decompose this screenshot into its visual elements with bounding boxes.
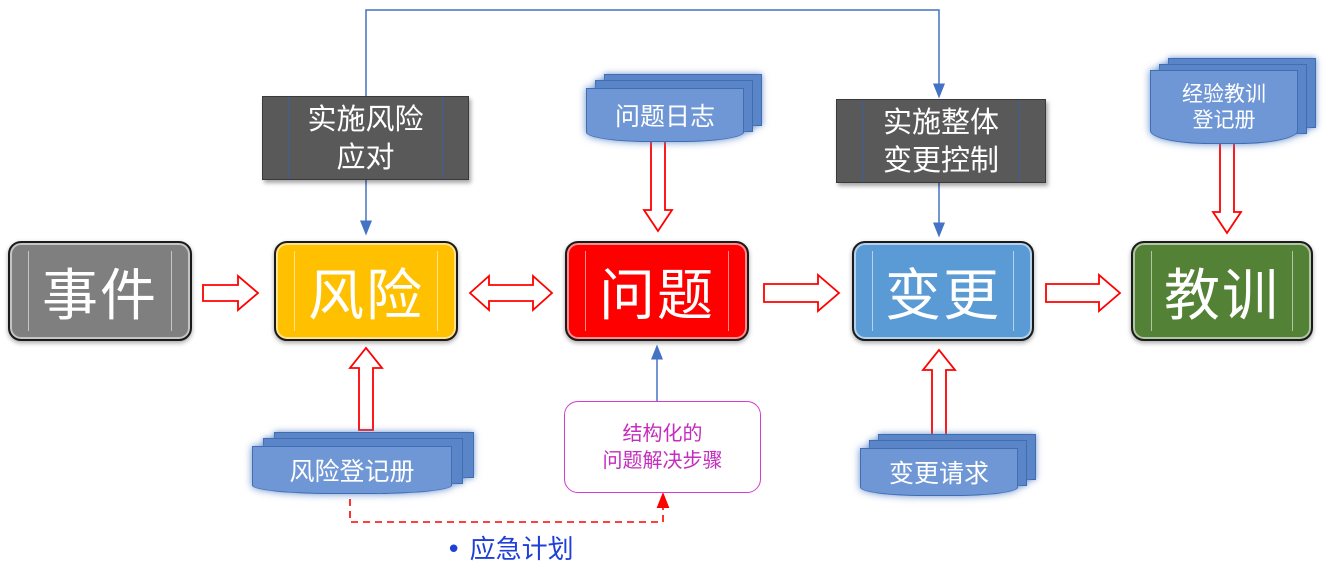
arrow-issue-log-to-issue bbox=[642, 139, 674, 233]
contingency-dashed-line bbox=[349, 487, 670, 523]
perform-integrated-change-control-text: 实施整体 变更控制 bbox=[883, 103, 999, 179]
arrow-risk-issue-double bbox=[468, 273, 554, 313]
implement-risk-response-text: 实施风险 应对 bbox=[307, 100, 423, 176]
change-node: 变更 bbox=[852, 241, 1034, 341]
event-node: 事件 bbox=[8, 241, 192, 341]
lesson-node: 教训 bbox=[1131, 241, 1313, 341]
top-connector-line bbox=[365, 9, 945, 99]
perform-integrated-change-control-box: 实施整体 变更控制 bbox=[836, 99, 1046, 183]
contingency-plan-label: • 应急计划 bbox=[446, 535, 574, 565]
structured-problem-solving-box: 结构化的 问题解决步骤 bbox=[564, 401, 761, 493]
implement-risk-response-line-1: 实施风险 bbox=[307, 102, 424, 136]
risk-register-document: 风险登记册 bbox=[252, 432, 477, 494]
arrow-lessons-register-to-lesson bbox=[1211, 137, 1243, 235]
change-request-document: 变更请求 bbox=[860, 434, 1038, 496]
arrow-change-request-to-change bbox=[921, 348, 957, 438]
structured-problem-solving-line-1: 结构化的 bbox=[622, 421, 703, 445]
risk-node: 风险 bbox=[274, 241, 458, 341]
implement-risk-response-box: 实施风险 应对 bbox=[262, 96, 469, 180]
perform-integrated-change-control-line-2: 变更控制 bbox=[882, 143, 999, 177]
lessons-learned-register-document: 经验教训 登记册 bbox=[1150, 58, 1320, 144]
issue-node-label: 问题 bbox=[599, 263, 715, 329]
issue-log-label: 问题日志 bbox=[614, 102, 715, 131]
lesson-node-label: 教训 bbox=[1164, 263, 1280, 329]
issue-node: 问题 bbox=[565, 241, 749, 341]
arrow-change-to-lesson bbox=[1045, 273, 1122, 313]
event-node-label: 事件 bbox=[42, 263, 158, 329]
risk-register-label: 风险登记册 bbox=[289, 457, 415, 486]
change-request-label: 变更请求 bbox=[888, 459, 989, 488]
arrow-event-to-risk bbox=[202, 274, 260, 312]
risk-node-label: 风险 bbox=[308, 263, 424, 329]
arrow-risk-register-to-risk bbox=[348, 346, 384, 431]
change-node-label: 变更 bbox=[885, 263, 1001, 329]
arrow-issue-to-change bbox=[763, 273, 841, 313]
perform-integrated-change-control-line-1: 实施整体 bbox=[882, 105, 999, 139]
implement-risk-response-line-2: 应对 bbox=[336, 140, 395, 174]
issue-log-document: 问题日志 bbox=[586, 74, 766, 142]
lessons-learned-register-line-1: 经验教训 bbox=[1182, 82, 1266, 106]
lessons-learned-register-line-2: 登记册 bbox=[1192, 108, 1256, 132]
structured-problem-solving-line-2: 问题解决步骤 bbox=[602, 448, 723, 472]
